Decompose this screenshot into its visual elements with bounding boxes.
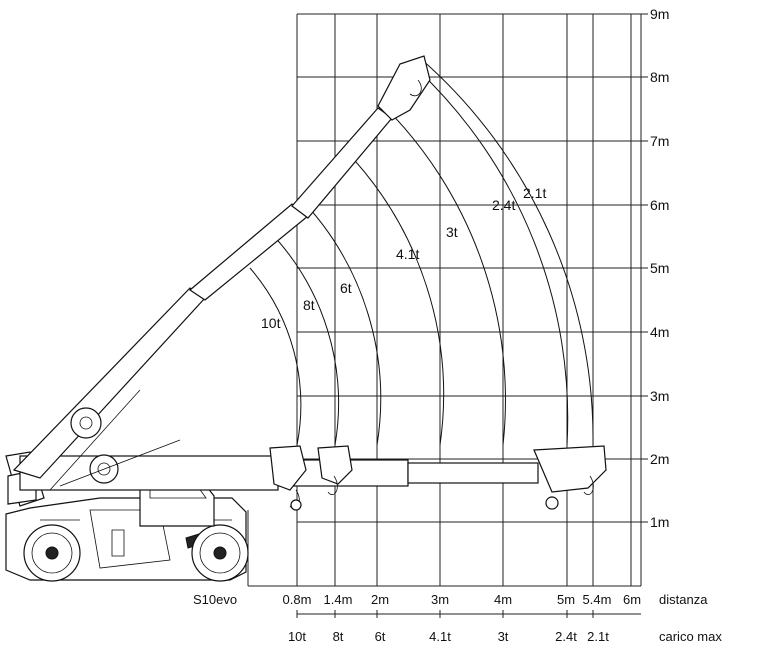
- arc-labels: 10t 8t 6t 4.1t 3t 2.4t 2.1t: [261, 185, 546, 331]
- arc-4-1t: [344, 149, 445, 446]
- spreader-far-hook: [583, 475, 594, 495]
- lowered-boom-pulley-hub: [97, 462, 111, 476]
- height-label-5m: 5m: [650, 260, 669, 276]
- distance-label-3m: 3m: [431, 592, 449, 607]
- reach-stacker-machine: [5, 55, 607, 582]
- front-wheel-hub: [45, 546, 59, 560]
- front-wheel-rim: [31, 532, 73, 574]
- load-label-2-1t: 2.1t: [587, 629, 609, 644]
- boom-raised-mid: [189, 203, 309, 301]
- distance-label-1-4m: 1.4m: [324, 592, 353, 607]
- arc-2-1t: [419, 57, 594, 446]
- load-label-2-4t: 2.4t: [555, 629, 577, 644]
- height-label-6m: 6m: [650, 197, 669, 213]
- load-label-3t: 3t: [498, 629, 509, 644]
- arc-label-6t: 6t: [340, 280, 352, 296]
- distance-label-4m: 4m: [494, 592, 512, 607]
- distance-label-0-8m: 0.8m: [283, 592, 312, 607]
- height-label-3m: 3m: [650, 388, 669, 404]
- load-label-10t: 10t: [288, 629, 306, 644]
- load-axis-title: carico max: [659, 629, 722, 644]
- rear-wheel-rim: [199, 532, 241, 574]
- height-label-2m: 2m: [650, 451, 669, 467]
- spreader-near-frame: [269, 445, 307, 491]
- arc-6t: [299, 197, 382, 446]
- raised-spreader-head: [377, 55, 431, 121]
- raised-boom-pulley-hub: [79, 416, 93, 430]
- cab-door: [89, 509, 171, 569]
- boom-raised-base: [12, 287, 206, 479]
- spreader-far-frame: [533, 445, 607, 493]
- rear-wheel-hub: [213, 546, 227, 560]
- spreader-far: [533, 445, 607, 510]
- arc-10t: [249, 267, 302, 446]
- arc-label-10t: 10t: [261, 315, 281, 331]
- spreader-mid-hook: [327, 475, 338, 495]
- arc-label-2-1t: 2.1t: [523, 185, 546, 201]
- load-label-4-1t: 4.1t: [429, 629, 451, 644]
- distance-label-6m: 6m: [623, 592, 641, 607]
- load-label-8t: 8t: [333, 629, 344, 644]
- boom-lowered-base: [19, 455, 279, 491]
- lift-cylinder-lowered: [59, 439, 181, 487]
- distance-axis-labels: 0.8m 1.4m 2m 3m 4m 5m 5.4m 6m distanza: [283, 592, 709, 607]
- spreader-near-twistlock: [290, 499, 302, 511]
- spreader-mid: [317, 445, 353, 495]
- distance-label-5-4m: 5.4m: [583, 592, 612, 607]
- raised-boom-pulley: [70, 407, 102, 439]
- arc-8t: [269, 231, 340, 446]
- load-arcs: [249, 57, 594, 446]
- load-label-6t: 6t: [375, 629, 386, 644]
- height-label-4m: 4m: [650, 324, 669, 340]
- distance-axis-title: distanza: [659, 592, 708, 607]
- arc-label-8t: 8t: [303, 297, 315, 313]
- distance-label-5m: 5m: [557, 592, 575, 607]
- arc-3t: [381, 103, 506, 446]
- arc-label-4-1t: 4.1t: [396, 246, 419, 262]
- raised-hook: [409, 79, 422, 97]
- height-labels: 9m 8m 7m 6m 5m 4m 3m 2m 1m: [650, 6, 669, 530]
- boom-lowered-tip: [407, 462, 539, 484]
- reach-grid: [247, 13, 648, 618]
- height-label-8m: 8m: [650, 69, 669, 85]
- cab-window: [111, 529, 125, 557]
- height-label-1m: 1m: [650, 514, 669, 530]
- arc-label-3t: 3t: [446, 224, 458, 240]
- spreader-mid-frame: [317, 445, 353, 485]
- arc-2-4t: [417, 69, 569, 446]
- lift-cylinder-raised: [49, 389, 141, 491]
- spreader-far-twistlock: [545, 496, 559, 510]
- arc-label-2-4t: 2.4t: [492, 197, 515, 213]
- height-label-7m: 7m: [650, 133, 669, 149]
- load-axis-labels: 10t 8t 6t 4.1t 3t 2.4t 2.1t carico max: [288, 629, 722, 644]
- spreader-near: [269, 445, 307, 511]
- height-label-9m: 9m: [650, 6, 669, 22]
- distance-label-2m: 2m: [371, 592, 389, 607]
- model-label: S10evo: [193, 592, 237, 607]
